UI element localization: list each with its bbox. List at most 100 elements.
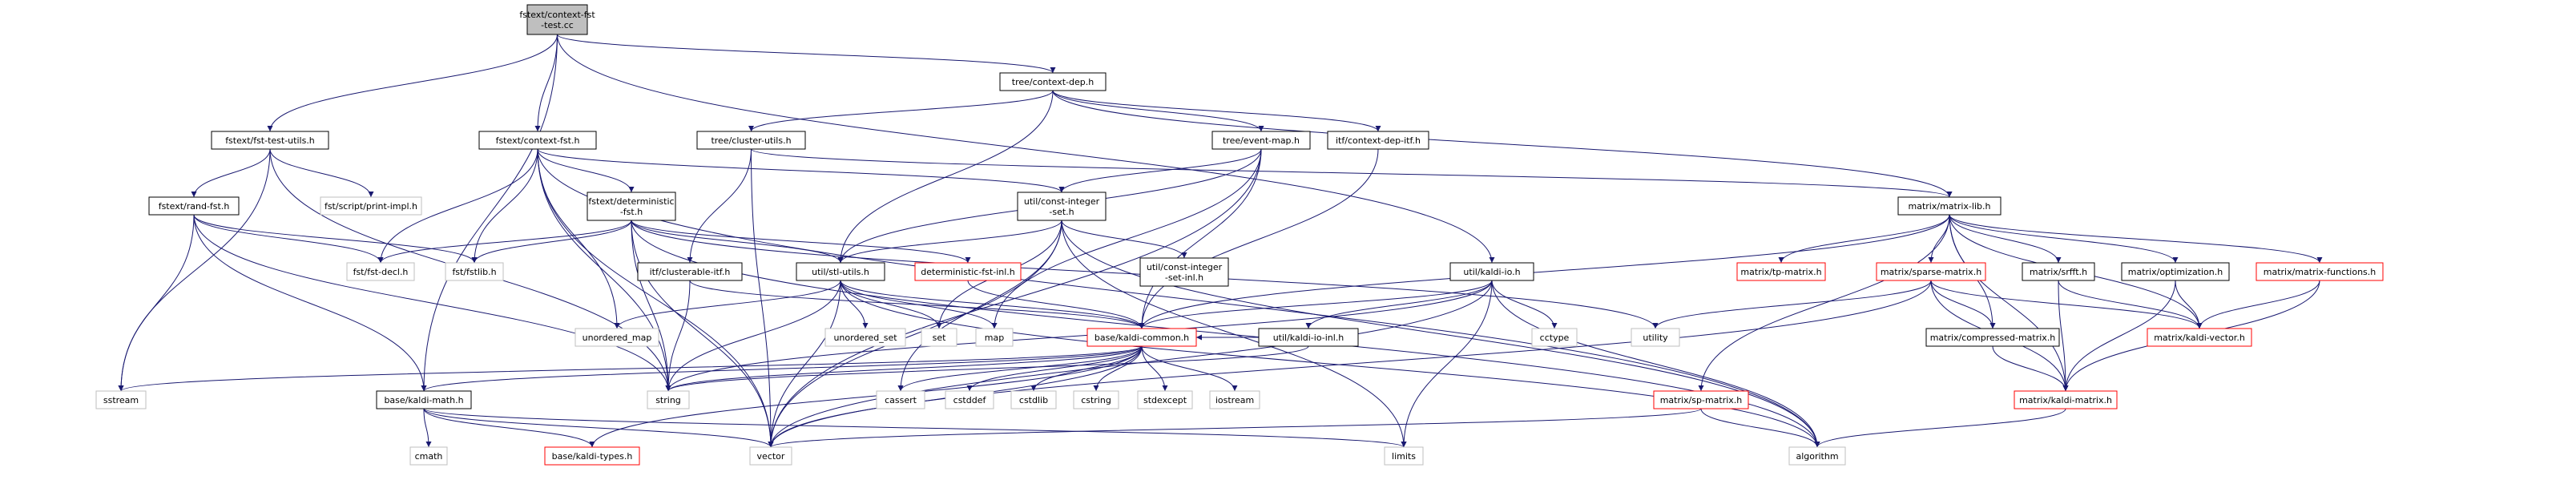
edge-context_dep-to-context_dep_itf: [1052, 90, 1381, 132]
edge-sp_matrix-to-vector: [768, 408, 1702, 448]
node-label: string: [655, 395, 681, 405]
node-label: vector: [757, 451, 785, 462]
node-kaldi-types[interactable]: base/kaldi-types.h: [544, 446, 640, 466]
edge-matrix_lib-to-tp_matrix: [1778, 214, 1950, 264]
edge-kaldi_common-to-stdexcept: [1141, 345, 1168, 392]
edge-sparse_matrix-to-kaldi_vector: [1930, 280, 2203, 329]
node-label: fst/script/print-impl.h: [325, 201, 417, 212]
edge-sparse_matrix-to-vector: [768, 280, 1932, 448]
node-srfft[interactable]: matrix/srfft.h: [2022, 262, 2095, 281]
edge-kaldi_io-to-cctype: [1491, 280, 1558, 329]
node-deterministic-fst[interactable]: fstext/deterministic-fst.h: [587, 192, 676, 221]
node-rand-fst[interactable]: fstext/rand-fst.h: [148, 196, 240, 216]
node-deterministic-fst-inl[interactable]: deterministic-fst-inl.h: [914, 262, 1022, 281]
edge-kaldi_matrix-to-algorithm: [1814, 408, 2066, 448]
edge-stl_utils-to-vector: [768, 280, 841, 448]
edge-kaldi_common-to-kaldi_math: [421, 345, 1143, 392]
node-box: [587, 192, 676, 221]
node-clusterable-itf[interactable]: itf/clusterable-itf.h: [637, 262, 743, 281]
edge-cluster_utils-to-matrix_lib: [751, 148, 1953, 198]
node-label: iostream: [1215, 395, 1254, 405]
node-label: util/kaldi-io-inl.h: [1273, 333, 1344, 343]
node-const-integer-set-inl[interactable]: util/const-integer-set-inl.h: [1139, 257, 1229, 287]
node-matrix-functions[interactable]: matrix/matrix-functions.h: [2256, 262, 2384, 281]
edge-deterministic_fst_inl-to-kaldi_common: [967, 280, 1145, 329]
node-label: limits: [1392, 451, 1416, 462]
edge-kaldi_io-to-algorithm: [1491, 280, 1820, 448]
node-kaldi-vector[interactable]: matrix/kaldi-vector.h: [2147, 328, 2252, 347]
node-box: [148, 196, 240, 216]
node-context-fst[interactable]: fstext/context-fst.h: [478, 131, 597, 150]
edge-kaldi_io-to-vector: [768, 280, 1493, 448]
edge-kaldi_common-to-iostream: [1141, 345, 1238, 392]
edge-kaldi_common-to-cstring: [1093, 345, 1143, 392]
node-cassert: cassert: [876, 390, 925, 409]
node-box: [1736, 262, 1826, 281]
node-set: set: [921, 328, 957, 347]
node-context-dep[interactable]: tree/context-dep.h: [999, 72, 1107, 91]
node-unordered-set: unordered_set: [824, 328, 906, 347]
node-label: tree/context-dep.h: [1012, 77, 1094, 87]
edge-rand_fst-to-sstream: [118, 214, 195, 392]
node-kaldi-common[interactable]: base/kaldi-common.h: [1086, 328, 1197, 347]
node-optimization[interactable]: matrix/optimization.h: [2121, 262, 2230, 281]
node-cstring: cstring: [1073, 390, 1119, 409]
node-label: unordered_set: [833, 333, 897, 343]
node-label: -set-inl.h: [1165, 272, 1203, 283]
edge-deterministic_fst-to-fstlib: [471, 220, 632, 264]
node-box: [1258, 328, 1359, 347]
node-kaldi-io-inl[interactable]: util/kaldi-io-inl.h: [1258, 328, 1359, 347]
node-box: [95, 390, 147, 409]
edge-context_fst-to-string: [537, 148, 671, 392]
edge-rand_fst-to-string: [193, 214, 671, 392]
edge-context_dep_itf-to-kaldi_common: [1139, 148, 1379, 329]
edge-kaldi_math-to-vector: [423, 408, 774, 448]
node-tp-matrix[interactable]: matrix/tp-matrix.h: [1736, 262, 1826, 281]
node-label: fst/fst-decl.h: [353, 267, 409, 277]
node-box: [346, 262, 415, 281]
node-limits: limits: [1384, 446, 1424, 466]
edge-stl_utils-to-unordered_set: [840, 280, 869, 329]
node-kaldi-math[interactable]: base/kaldi-math.h: [376, 390, 472, 409]
node-box: [376, 390, 472, 409]
edge-const_integer_set-to-stl_utils: [837, 220, 1062, 264]
node-fst-test-utils[interactable]: fstext/fst-test-utils.h: [211, 131, 329, 150]
node-kaldi-matrix[interactable]: matrix/kaldi-matrix.h: [2014, 390, 2118, 409]
node-sp-matrix[interactable]: matrix/sp-matrix.h: [1653, 390, 1749, 409]
node-label: matrix/sp-matrix.h: [1660, 395, 1743, 405]
edge-matrix_lib-to-matrix_functions: [1949, 214, 2323, 264]
node-box: [1139, 257, 1229, 287]
node-box: [1653, 390, 1749, 409]
node-stl-utils[interactable]: util/stl-utils.h: [796, 262, 885, 281]
node-algorithm: algorithm: [1788, 446, 1846, 466]
node-context-dep-itf[interactable]: itf/context-dep-itf.h: [1327, 131, 1429, 150]
node-event-map[interactable]: tree/event-map.h: [1211, 131, 1311, 150]
node-label: util/stl-utils.h: [812, 267, 869, 277]
node-label: util/const-integer: [1147, 262, 1223, 272]
node-box: [1327, 131, 1429, 150]
node-box: [409, 446, 448, 466]
node-box: [749, 446, 792, 466]
node-sparse-matrix[interactable]: matrix/sparse-matrix.h: [1876, 262, 1986, 281]
node-box: [2147, 328, 2252, 347]
edge-matrix_functions-to-kaldi_vector: [2196, 280, 2320, 329]
node-box: [1137, 390, 1193, 409]
node-root[interactable]: fstext/context-fst-test.cc: [519, 4, 595, 35]
edge-event_map-to-kaldi_common: [1139, 148, 1262, 329]
node-compressed-matrix[interactable]: matrix/compressed-matrix.h: [1925, 328, 2060, 347]
edge-matrix_lib-to-optimization: [1949, 214, 2179, 264]
node-matrix-lib[interactable]: matrix/matrix-lib.h: [1897, 196, 2002, 216]
node-cluster-utils[interactable]: tree/cluster-utils.h: [696, 131, 806, 150]
node-label: fstext/deterministic: [588, 196, 674, 207]
node-label: stdexcept: [1143, 395, 1187, 405]
edge-event_map-to-map: [991, 148, 1262, 329]
node-box: [975, 328, 1014, 347]
edge-context_dep-to-matrix_lib: [1052, 90, 1953, 198]
node-stdexcept: stdexcept: [1137, 390, 1193, 409]
edge-kaldi_io-to-kaldi_common: [1139, 280, 1493, 329]
node-kaldi-io[interactable]: util/kaldi-io.h: [1449, 262, 1534, 281]
node-box: [647, 390, 690, 409]
node-const-integer-set[interactable]: util/const-integer-set.h: [1017, 192, 1107, 221]
node-box: [544, 446, 640, 466]
edge-kaldi_math-to-kaldi_types: [423, 408, 595, 448]
